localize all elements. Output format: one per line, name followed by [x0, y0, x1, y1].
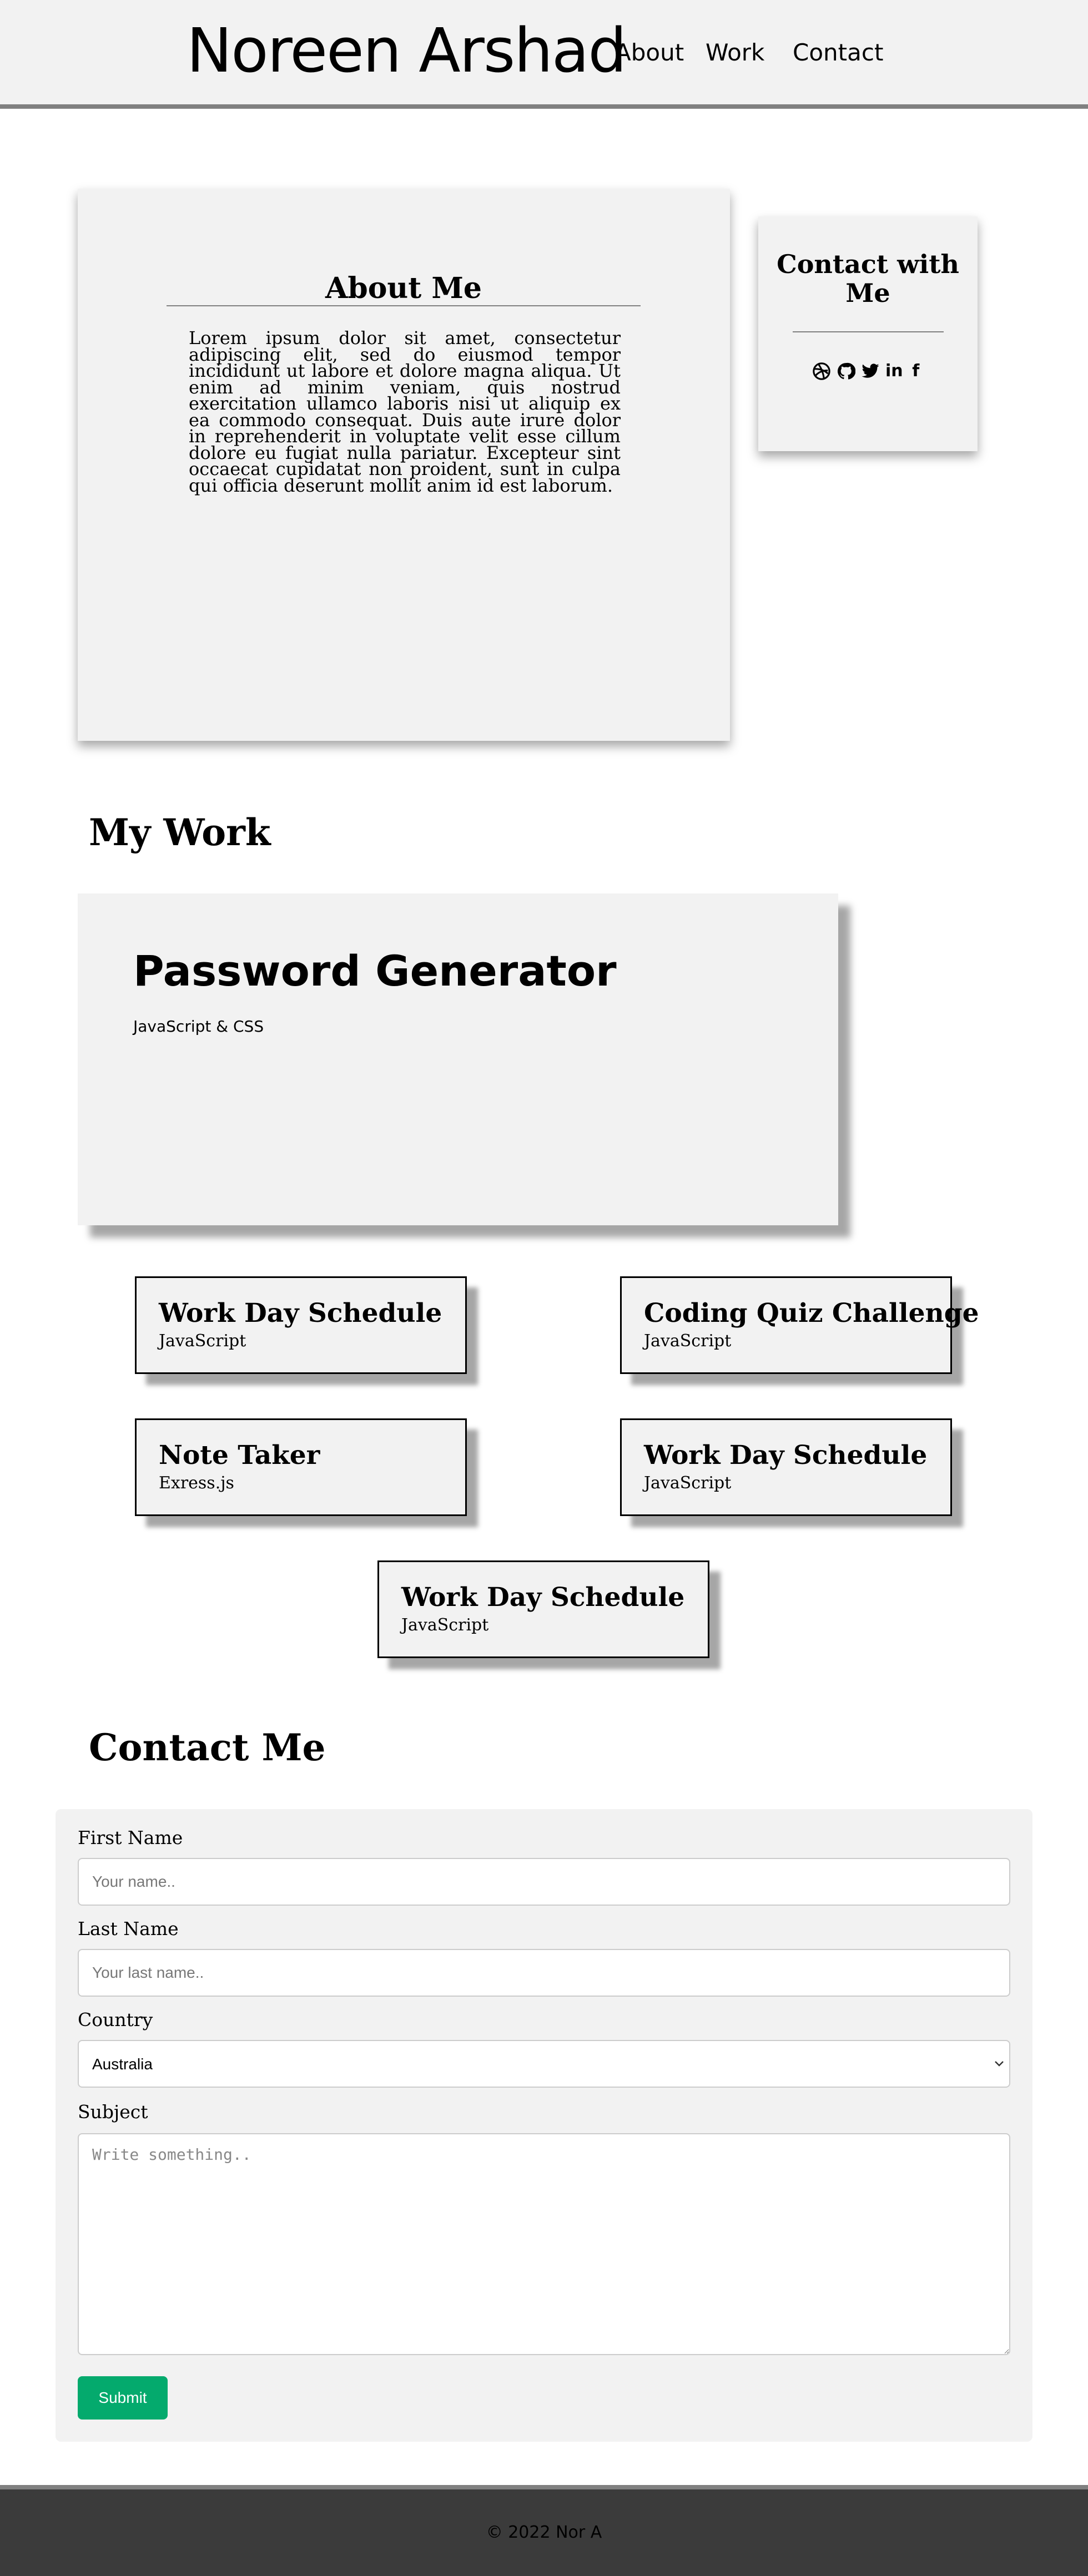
contact-card-title: Contact with Me — [777, 249, 959, 308]
site-title: Noreen Arshad — [187, 15, 627, 86]
first-name-input[interactable] — [78, 1858, 1010, 1906]
featured-project-card[interactable]: Password Generator JavaScript & CSS — [78, 893, 838, 1225]
about-text: Lorem ipsum dolor sit amet, consectetur … — [189, 327, 621, 496]
footer-text: © 2022 Nor A — [486, 2523, 602, 2542]
country-select[interactable]: Australia — [78, 2040, 1010, 2088]
featured-project-tech: JavaScript & CSS — [133, 1017, 264, 1036]
about-title: About Me — [167, 272, 641, 306]
twitter-icon[interactable] — [861, 360, 880, 382]
nav-about-link[interactable]: About — [615, 39, 684, 66]
nav-contact-link[interactable]: Contact — [793, 39, 884, 66]
facebook-icon[interactable]: f — [912, 361, 920, 381]
chevron-down-icon — [995, 2061, 1004, 2067]
submit-button[interactable]: Submit — [78, 2376, 168, 2420]
project-title: Work Day Schedule — [401, 1582, 685, 1613]
site-footer: © 2022 Nor A — [0, 2485, 1088, 2576]
project-card[interactable]: Work Day Schedule JavaScript — [377, 1560, 709, 1658]
featured-project-title: Password Generator — [133, 946, 617, 996]
contact-card: Contact with Me in f — [758, 216, 978, 451]
project-tech: JavaScript — [401, 1615, 489, 1635]
project-card[interactable]: Work Day Schedule JavaScript — [620, 1418, 952, 1516]
country-label: Country — [78, 2009, 153, 2031]
project-card[interactable]: Coding Quiz Challenge JavaScript — [620, 1276, 979, 1374]
project-title: Coding Quiz Challenge — [644, 1298, 979, 1329]
nav-work-link[interactable]: Work — [706, 39, 765, 66]
project-card[interactable]: Note Taker Exress.js — [135, 1418, 467, 1516]
project-tech: JavaScript — [644, 1331, 732, 1351]
project-title: Note Taker — [159, 1440, 320, 1471]
my-work-heading: My Work — [89, 811, 271, 854]
dribbble-icon[interactable] — [812, 360, 831, 382]
first-name-label: First Name — [78, 1827, 183, 1848]
site-header: Noreen Arshad About Work Contact — [0, 0, 1088, 109]
project-title: Work Day Schedule — [644, 1440, 928, 1471]
project-card[interactable]: Work Day Schedule JavaScript — [135, 1276, 467, 1374]
about-card: About Me Lorem ipsum dolor sit amet, con… — [78, 189, 730, 741]
contact-form: First Name Last Name Country Australia S… — [56, 1809, 1032, 2442]
social-links: in f — [812, 357, 923, 385]
linkedin-icon[interactable]: in — [885, 361, 903, 381]
last-name-input[interactable] — [78, 1949, 1010, 1997]
contact-divider — [793, 331, 944, 332]
project-tech: Exress.js — [159, 1473, 234, 1493]
subject-label: Subject — [78, 2101, 148, 2123]
contact-me-heading: Contact Me — [89, 1726, 326, 1769]
project-title: Work Day Schedule — [159, 1298, 442, 1329]
project-tech: JavaScript — [159, 1331, 246, 1351]
subject-textarea[interactable] — [78, 2133, 1010, 2355]
project-tech: JavaScript — [644, 1473, 732, 1493]
last-name-label: Last Name — [78, 1918, 179, 1939]
github-icon[interactable] — [837, 360, 855, 382]
